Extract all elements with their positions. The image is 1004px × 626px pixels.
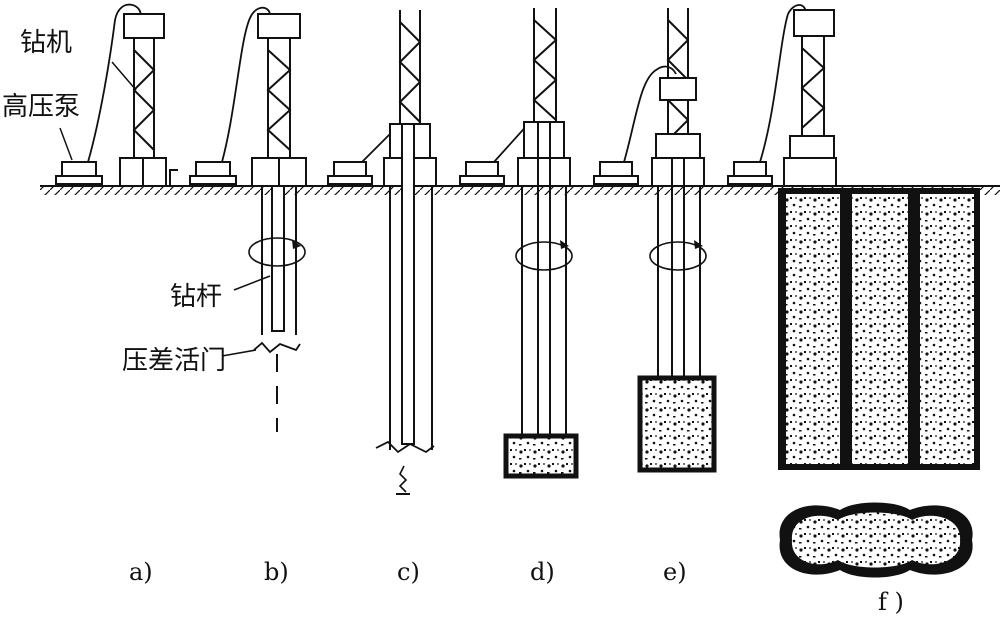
stage-e: [593, 8, 717, 473]
hp-pump-label: 高压泵: [2, 92, 81, 122]
drill-rig-label: 钻机: [20, 28, 73, 58]
stage-c: [327, 10, 437, 495]
step-label-e: e): [663, 558, 687, 586]
step-label-c: c): [397, 558, 420, 586]
pump-a: [55, 161, 103, 185]
stage-b: [189, 6, 307, 432]
drill-rod-label: 钻杆: [170, 282, 223, 312]
step-label-a: a): [129, 558, 153, 586]
plan-section: [779, 502, 973, 578]
stage-d: [459, 8, 579, 479]
rig-a: [119, 13, 178, 187]
stage-a: [55, 3, 178, 187]
step-label-d: d): [530, 558, 555, 586]
step-label-f: f ): [878, 588, 904, 616]
diff-valve-label: 压差活门: [122, 346, 227, 376]
stage-f: [727, 4, 980, 578]
step-label-b: b): [264, 558, 289, 586]
